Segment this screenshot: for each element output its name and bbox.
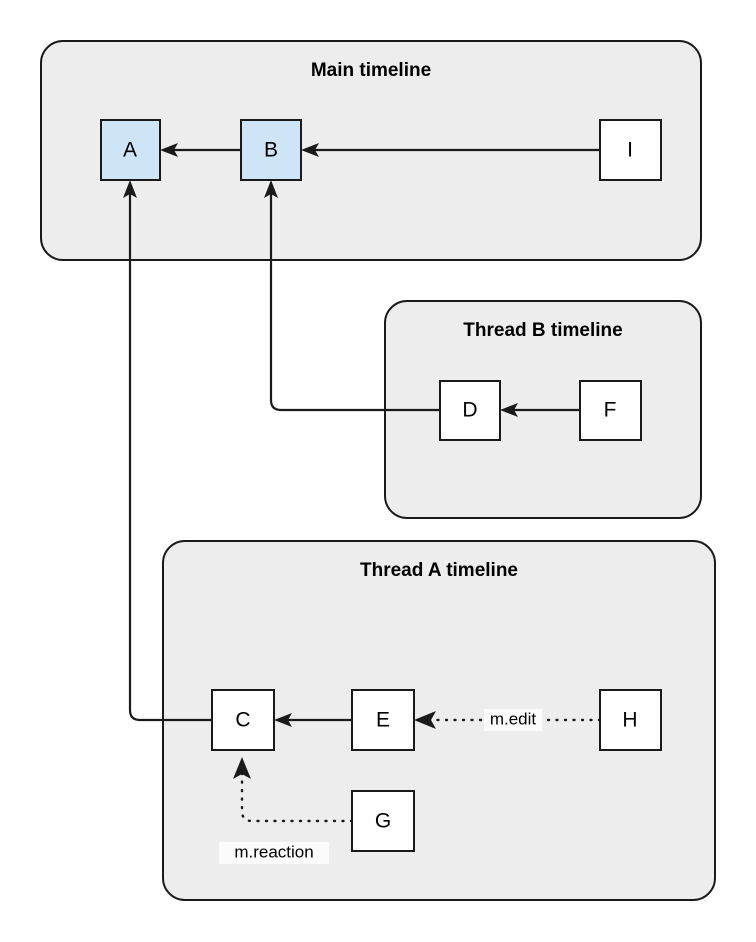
node-c[interactable]: C	[211, 689, 275, 751]
node-i-box	[599, 119, 662, 181]
node-h-label: H	[622, 709, 637, 732]
node-g[interactable]: G	[351, 790, 415, 852]
edge-g-to-c-label-background	[219, 842, 329, 864]
edge-g-to-c-arrowhead	[233, 757, 251, 779]
node-a[interactable]: A	[100, 119, 161, 181]
edge-i-to-b[interactable]	[301, 143, 600, 157]
node-a-label: A	[123, 139, 137, 162]
node-f[interactable]: F	[579, 380, 642, 441]
node-d-label: D	[462, 399, 477, 422]
node-b-label: B	[264, 139, 278, 162]
edge-h-to-e-label-background	[484, 709, 542, 731]
node-b[interactable]: B	[240, 119, 302, 181]
edge-d-to-b-line	[269, 187, 440, 412]
node-g-box	[351, 790, 415, 852]
edge-f-to-d[interactable]	[500, 403, 580, 417]
node-i-label: I	[627, 139, 633, 162]
node-c-box	[211, 689, 275, 751]
container-thread-a-timeline-title: Thread A timeline	[360, 560, 518, 581]
node-c-label: C	[235, 709, 250, 732]
edge-g-to-c[interactable]: m.reaction	[219, 757, 354, 864]
edge-b-to-a-arrowhead	[160, 143, 178, 157]
node-d[interactable]: D	[439, 380, 501, 441]
edge-h-to-e-label: m.edit	[490, 709, 537, 728]
node-h[interactable]: H	[599, 689, 662, 751]
node-b-box	[240, 119, 302, 181]
edge-e-to-c[interactable]	[274, 713, 352, 727]
edge-h-to-e-arrowhead	[414, 711, 436, 729]
edge-g-to-c-label: m.reaction	[234, 842, 313, 861]
node-i[interactable]: I	[599, 119, 662, 181]
edge-layer: m.edit m.reaction	[123, 143, 602, 864]
node-h-box	[599, 689, 662, 751]
node-a-box	[100, 119, 161, 181]
node-e[interactable]: E	[351, 689, 415, 751]
node-layer: A B I D F C	[100, 119, 662, 852]
node-f-box	[579, 380, 642, 441]
edge-c-to-a-line	[128, 187, 212, 722]
node-g-label: G	[375, 810, 391, 833]
edge-e-to-c-arrowhead	[274, 713, 292, 727]
node-d-box	[439, 380, 501, 441]
edge-c-to-a[interactable]	[123, 180, 212, 722]
container-thread-b-timeline-title: Thread B timeline	[463, 320, 622, 341]
edge-b-to-a[interactable]	[160, 143, 241, 157]
node-f-label: F	[604, 399, 617, 422]
container-main-timeline-title: Main timeline	[311, 60, 431, 81]
node-e-label: E	[376, 709, 390, 732]
edge-d-to-b-arrowhead	[264, 180, 278, 198]
edge-c-to-a-arrowhead	[123, 180, 137, 198]
node-e-box	[351, 689, 415, 751]
edge-i-to-b-arrowhead	[301, 143, 319, 157]
edge-h-to-e[interactable]: m.edit	[414, 709, 602, 731]
edge-d-to-b[interactable]	[264, 180, 440, 412]
edge-f-to-d-arrowhead	[500, 403, 518, 417]
